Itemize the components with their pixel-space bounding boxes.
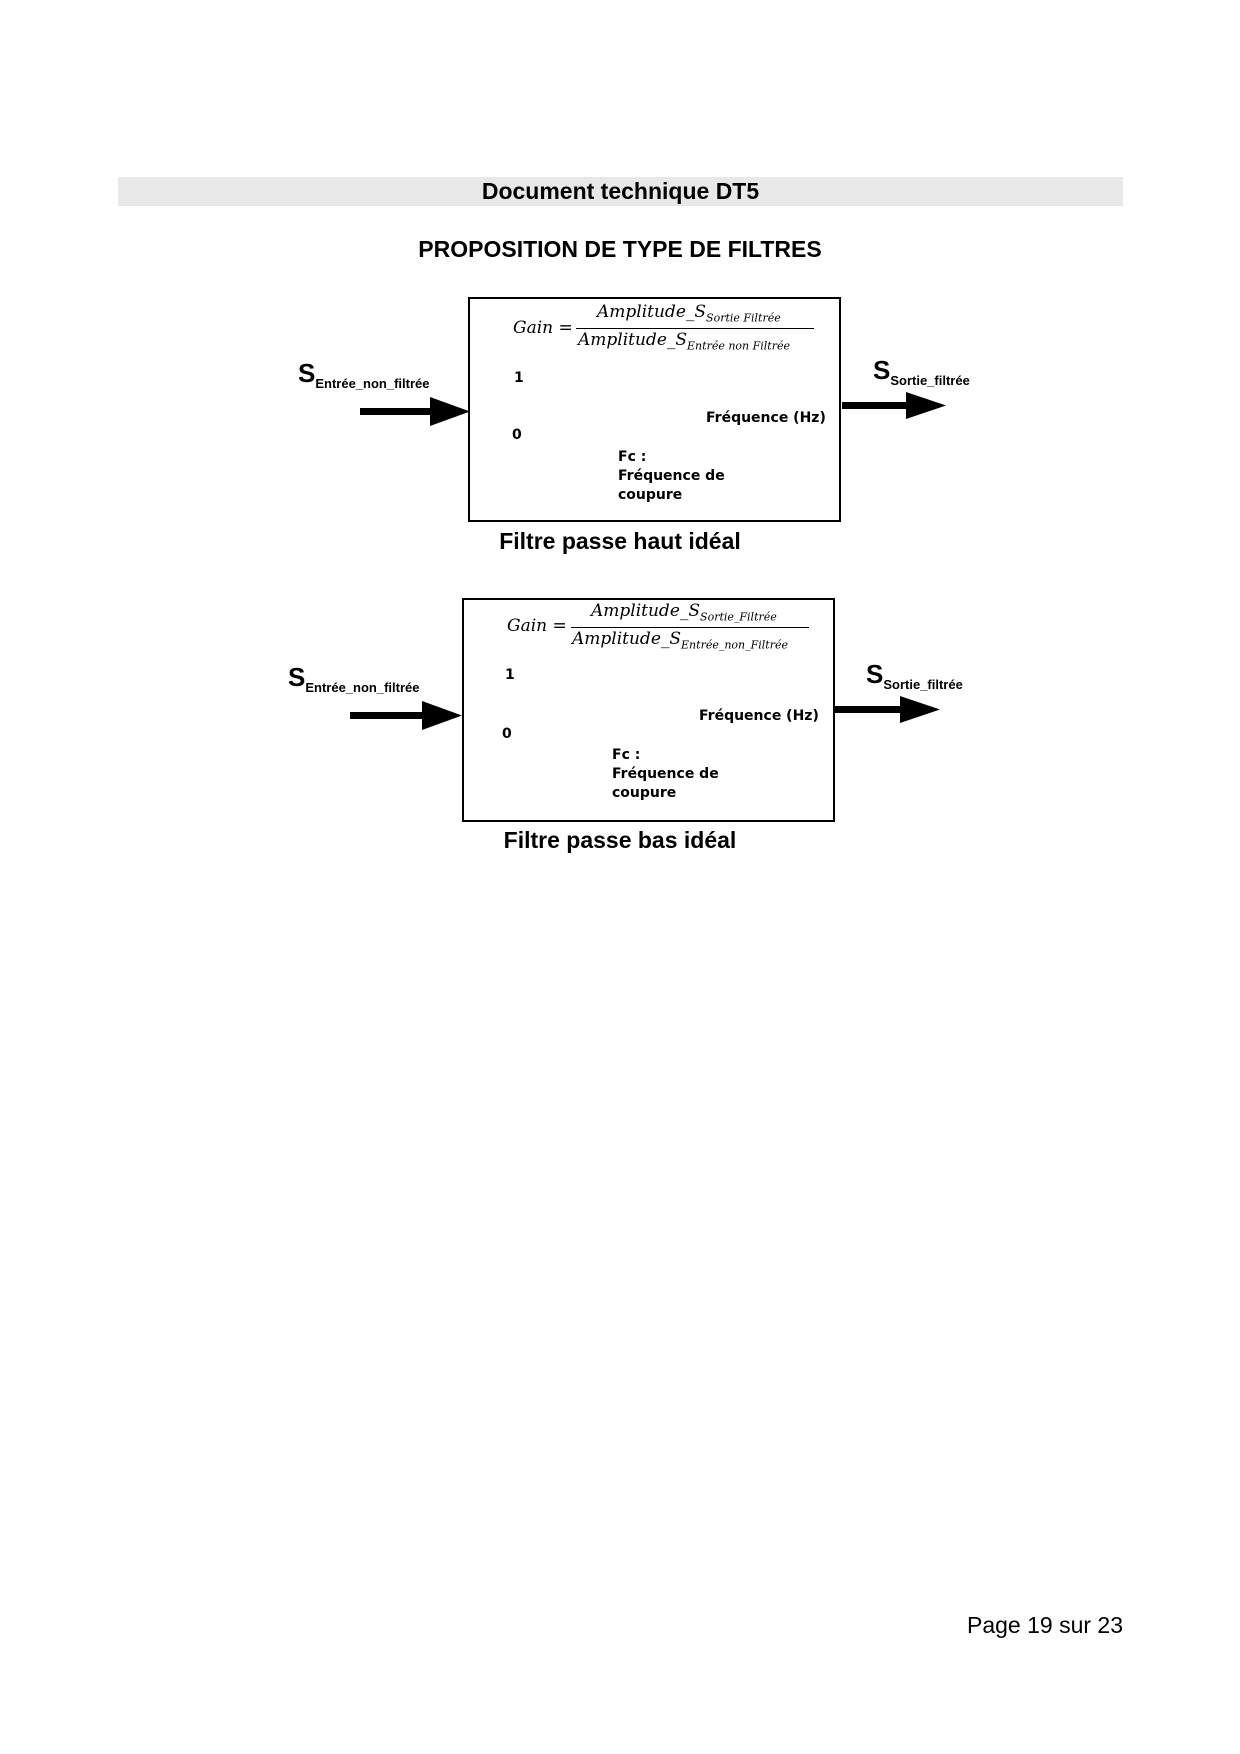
low-pass-filter-diagram: SEntrée_non_filtrée SSortie_filtrée Gain…: [0, 590, 1240, 890]
y-tick-low-label: 0: [502, 726, 512, 742]
y-tick-high-label: 1: [514, 370, 524, 386]
high-pass-filter-diagram: SEntrée_non_filtrée SSortie_filtrée Gain…: [0, 290, 1240, 590]
fc-label: Fc : Fréquence de coupure: [612, 747, 719, 801]
gain-numerator: Amplitude_SSortie Filtrée: [597, 302, 781, 325]
y-tick-high-label: 1: [505, 667, 515, 683]
low-pass-caption: Filtre passe bas idéal: [503, 827, 737, 853]
input-arrow-icon: [350, 701, 462, 730]
document-title: Document technique DT5: [481, 178, 760, 204]
fc-label: Fc : Fréquence de coupure: [618, 449, 725, 503]
filter-block: [462, 598, 835, 822]
gain-label: Gain =: [507, 616, 567, 636]
x-axis-label: Fréquence (Hz): [699, 708, 819, 724]
input-arrow-icon: [360, 397, 470, 426]
input-signal-label: SEntrée_non_filtrée: [288, 662, 420, 695]
gain-label: Gain =: [513, 318, 573, 338]
fraction-bar: [571, 627, 809, 628]
section-title: PROPOSITION DE TYPE DE FILTRES: [418, 236, 822, 262]
filter-block: [468, 297, 841, 522]
gain-denominator: Amplitude_SEntrée_non_Filtrée: [572, 629, 789, 652]
input-signal-label: SEntrée_non_filtrée: [298, 358, 430, 391]
page-number: Page 19 sur 23: [966, 1612, 1123, 1638]
output-signal-label: SSortie_filtrée: [873, 355, 970, 388]
y-tick-low-label: 0: [512, 427, 522, 443]
fraction-bar: [576, 328, 814, 329]
gain-denominator: Amplitude_SEntrée non Filtrée: [578, 330, 790, 353]
output-signal-label: SSortie_filtrée: [866, 659, 963, 692]
output-arrow-icon: [834, 696, 940, 723]
x-axis-label: Fréquence (Hz): [706, 410, 826, 426]
header-band: [118, 177, 1123, 206]
high-pass-caption: Filtre passe haut idéal: [499, 528, 741, 554]
output-arrow-icon: [842, 392, 946, 419]
gain-numerator: Amplitude_SSortie_Filtrée: [591, 601, 777, 624]
